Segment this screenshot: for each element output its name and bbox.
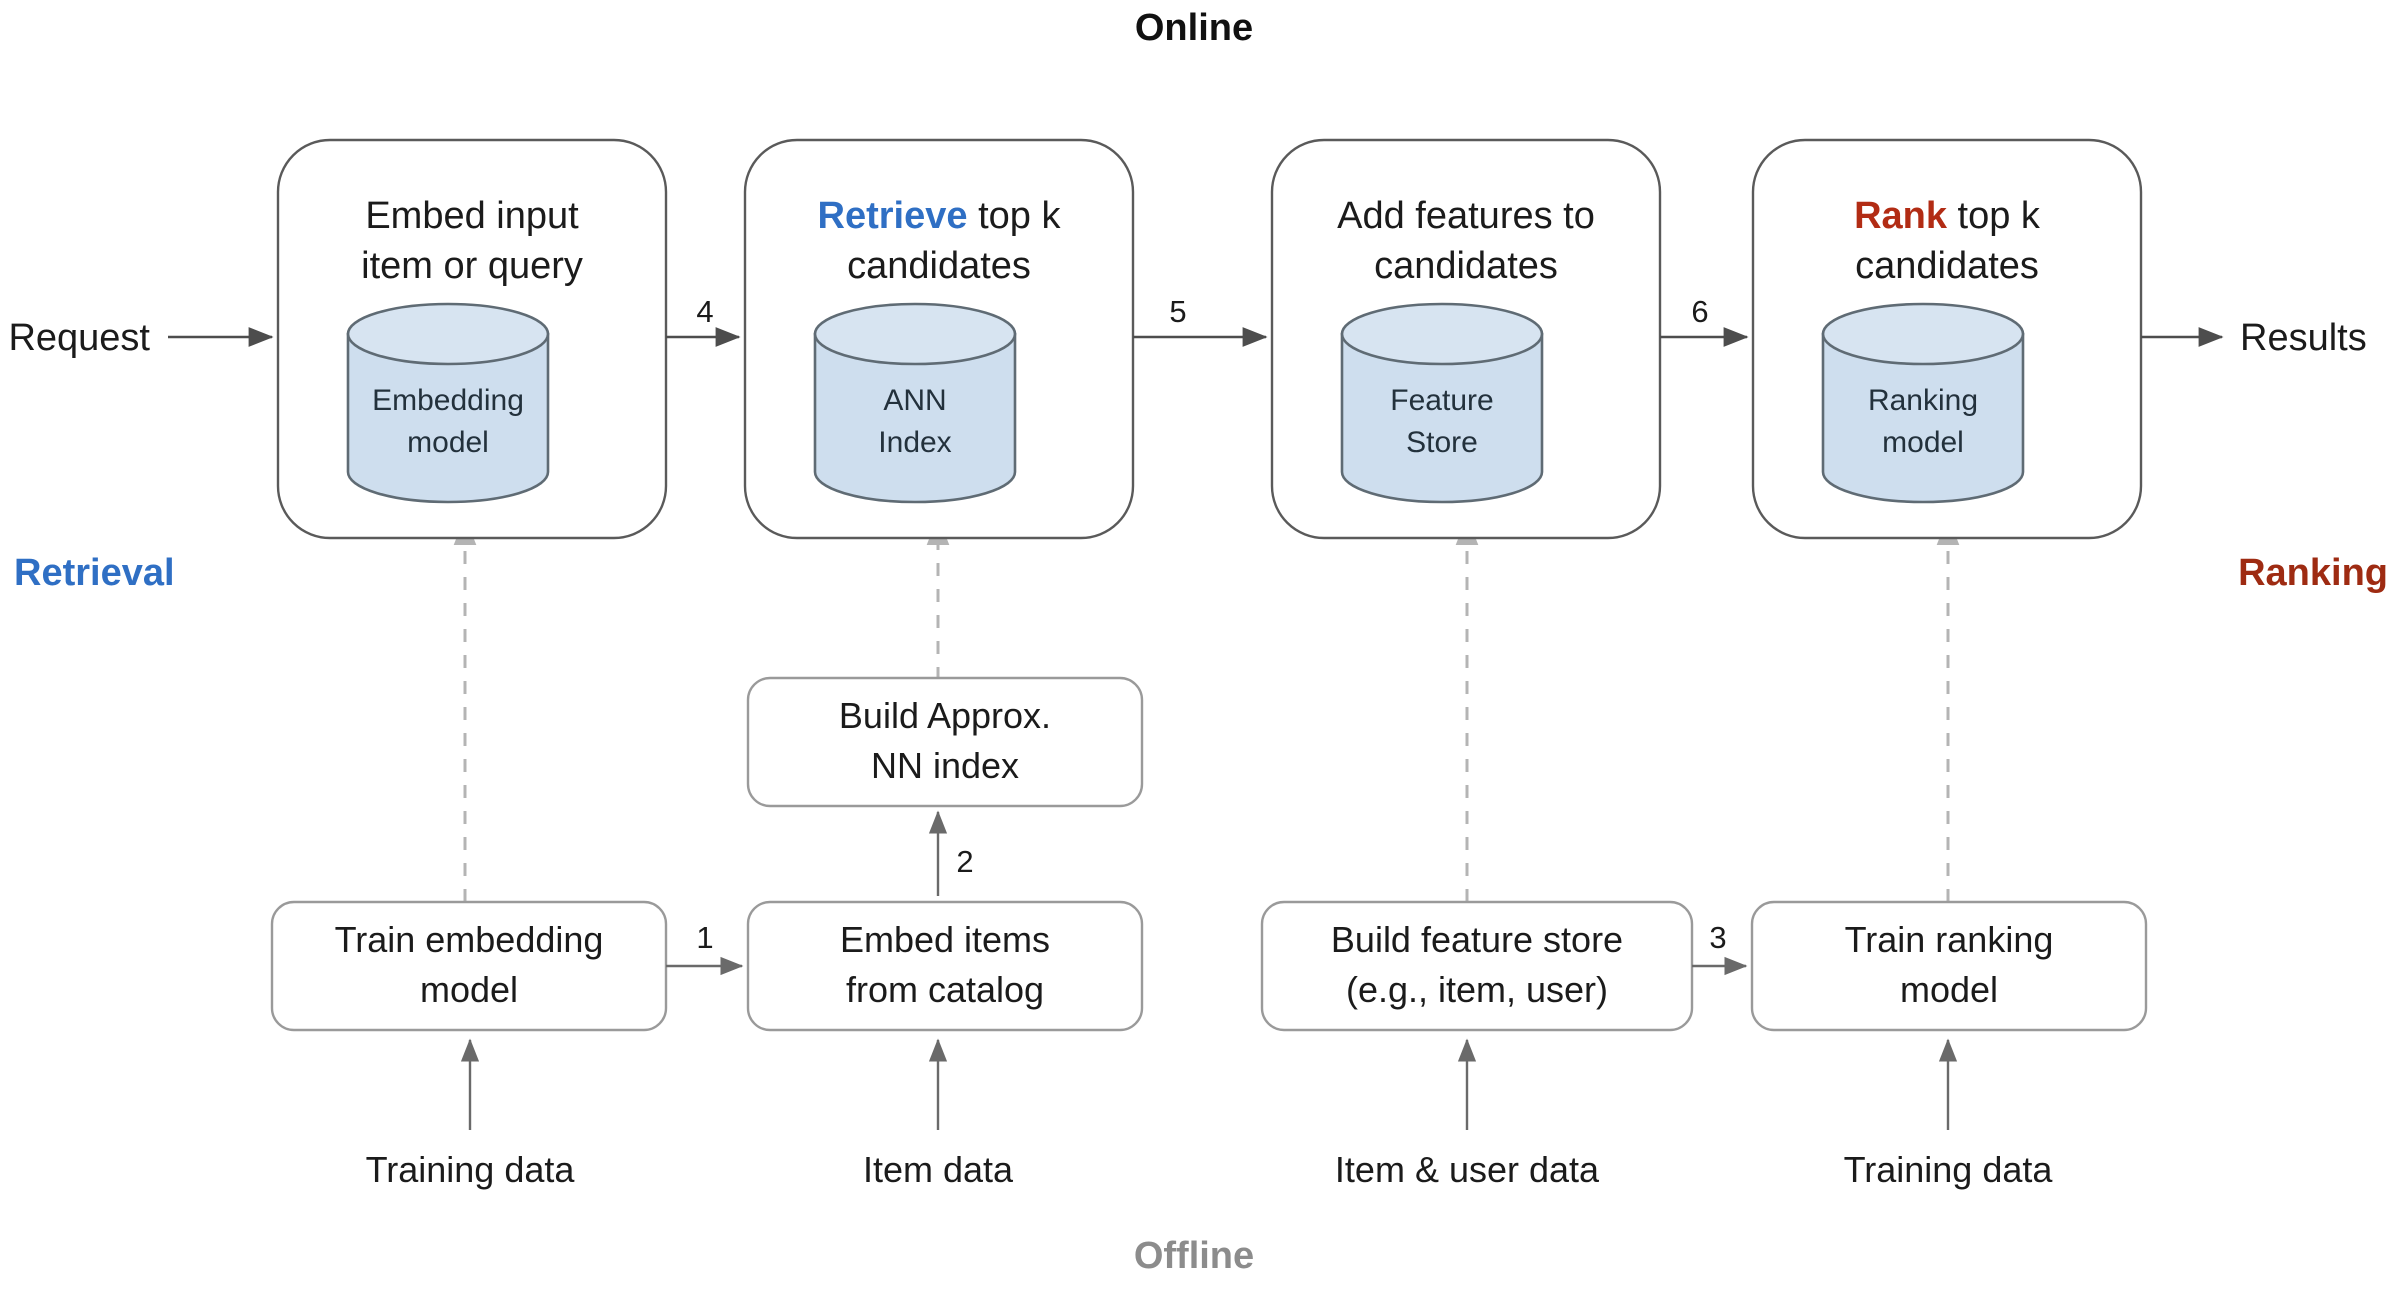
ranking-axis-label: Ranking xyxy=(2238,552,2388,594)
stage-title-add-features-line1: Add features to xyxy=(1337,195,1595,237)
task-label-embed-items-line1: Embed items xyxy=(840,919,1050,960)
task-box-build-ann-index[interactable] xyxy=(746,676,1144,808)
data-source-training-data-embedding: Training data xyxy=(366,1149,576,1190)
task-label-build-ann-index-line2: NN index xyxy=(871,745,1019,786)
online-label: Online xyxy=(1135,7,1253,49)
task-label-train-ranking-line1: Train ranking xyxy=(1845,919,2054,960)
rank-emphasis: Rank xyxy=(1854,195,1948,237)
step-number-2: 2 xyxy=(956,844,973,879)
store-label-embedding-model-line2: model xyxy=(407,426,489,459)
store-label-ann-index-line2: Index xyxy=(878,426,951,459)
cylinder-ann-index xyxy=(813,302,1017,504)
stage-title-embed-input-line1: Embed input xyxy=(365,195,579,237)
data-source-item-data: Item data xyxy=(863,1149,1014,1190)
data-source-training-data-ranking: Training data xyxy=(1844,1149,2054,1190)
stage-title-embed-input-line2: item or query xyxy=(361,245,583,287)
task-box-embed-items-from-catalog[interactable] xyxy=(746,900,1144,1032)
step-number-3: 3 xyxy=(1709,920,1726,955)
step-number-1: 1 xyxy=(696,920,713,955)
data-source-item-and-user-data: Item & user data xyxy=(1335,1149,1600,1190)
retrieve-emphasis: Retrieve xyxy=(818,195,968,237)
task-label-train-embedding-line2: model xyxy=(420,969,518,1010)
retrieve-rest: top k xyxy=(968,195,1062,237)
stage-title-add-features-line2: candidates xyxy=(1374,245,1558,287)
store-label-ann-index-line1: ANN xyxy=(883,384,946,417)
stage-title-retrieve-line1: Retrieve top k xyxy=(818,195,1062,237)
step-number-6: 6 xyxy=(1691,294,1708,329)
task-label-build-feature-store-line1: Build feature store xyxy=(1331,919,1623,960)
step-number-5: 5 xyxy=(1169,294,1186,329)
task-label-embed-items-line2: from catalog xyxy=(846,969,1044,1010)
request-label: Request xyxy=(8,317,150,359)
store-label-feature-store-line2: Store xyxy=(1406,426,1478,459)
store-label-ranking-model-line2: model xyxy=(1882,426,1964,459)
offline-label: Offline xyxy=(1134,1235,1254,1277)
stage-title-retrieve-line2: candidates xyxy=(847,245,1031,287)
rank-rest: top k xyxy=(1947,195,2041,237)
store-label-feature-store-line1: Feature xyxy=(1390,384,1493,417)
cylinder-embedding-model xyxy=(346,302,550,504)
cylinder-ranking-model xyxy=(1821,302,2025,504)
stage-title-rank-line1: Rank top k xyxy=(1854,195,2041,237)
store-label-embedding-model-line1: Embedding xyxy=(372,384,524,417)
task-box-train-ranking-model[interactable] xyxy=(1750,900,2148,1032)
store-label-ranking-model-line1: Ranking xyxy=(1868,384,1978,417)
results-label: Results xyxy=(2240,317,2367,359)
retrieval-axis-label: Retrieval xyxy=(14,552,175,594)
task-label-train-ranking-line2: model xyxy=(1900,969,1998,1010)
cylinder-feature-store xyxy=(1340,302,1544,504)
stage-title-rank-line2: candidates xyxy=(1855,245,2039,287)
task-label-train-embedding-line1: Train embedding xyxy=(335,919,604,960)
step-number-4: 4 xyxy=(696,294,713,329)
task-label-build-feature-store-line2: (e.g., item, user) xyxy=(1346,969,1608,1010)
task-label-build-ann-index-line1: Build Approx. xyxy=(839,695,1051,736)
